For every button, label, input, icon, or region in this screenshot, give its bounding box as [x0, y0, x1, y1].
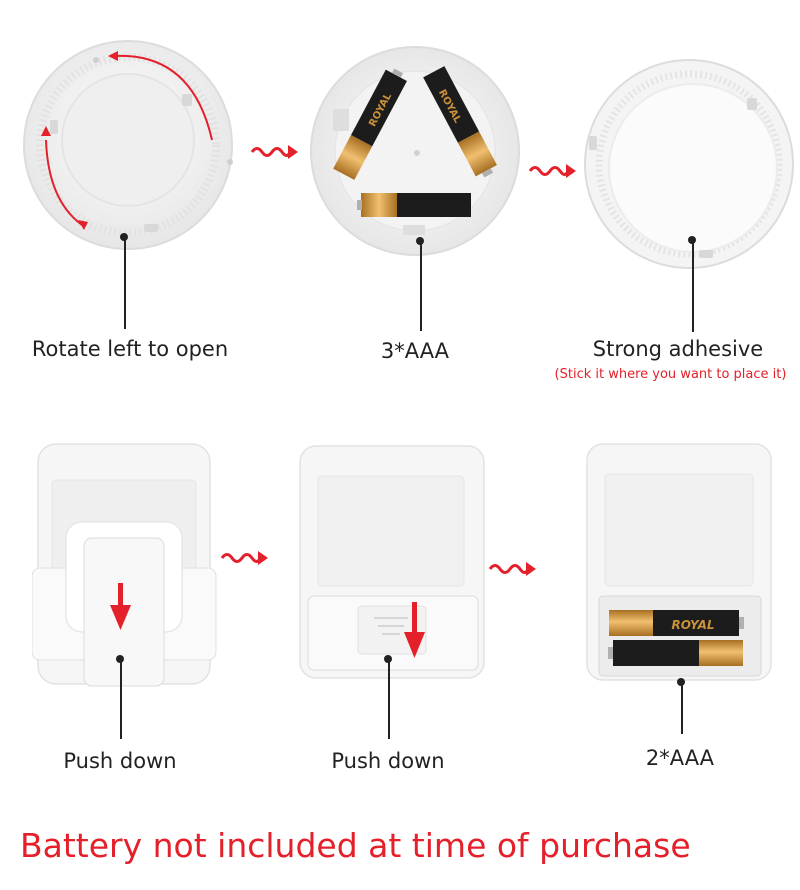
square-light-clip-image [32, 443, 217, 687]
wavy-arrow-icon [528, 164, 576, 178]
wavy-arrow-icon [488, 562, 536, 576]
round-light-battery-compartment: ROYAL ROYAL [310, 46, 520, 256]
caption-push-down-1: Push down [63, 749, 177, 773]
round-light-adhesive-image [584, 59, 794, 269]
caption-strong-adhesive: Strong adhesive [592, 337, 764, 361]
caption-adhesive-note: (Stick it where you want to place it) [554, 367, 787, 382]
caption-2aaa: 2*AAA [645, 746, 715, 770]
pointer-line [681, 682, 683, 734]
caption-push-down-2: Push down [331, 749, 445, 773]
square-light-battery-compartment: ROYAL [586, 443, 772, 681]
down-arrow-icon [110, 583, 131, 630]
caption-rotate-left-to-open: Rotate left to open [31, 337, 229, 361]
rotate-arrow-icon [45, 54, 213, 226]
battery-brand-label: ROYAL [671, 618, 714, 632]
square-light-step-cover [298, 442, 488, 682]
square-light-step-batteries: ROYAL [585, 440, 775, 685]
pointer-line [692, 240, 694, 332]
aaa-battery: ROYAL [333, 68, 407, 180]
round-light-step-adhesive [583, 46, 798, 276]
pointer-line [120, 659, 122, 739]
aaa-battery: ROYAL [609, 610, 744, 636]
round-light-step-rotate [22, 30, 242, 260]
square-light-cover-image [299, 445, 485, 679]
pointer-line [388, 659, 390, 739]
battery-not-included-notice: Battery not included at time of purchase [20, 826, 691, 865]
round-light-back-image [23, 40, 233, 250]
caption-3aaa: 3*AAA [380, 339, 450, 363]
aaa-battery [608, 640, 743, 666]
square-light-step-clip [32, 440, 217, 690]
aaa-battery [357, 193, 471, 217]
pointer-line [420, 241, 422, 331]
pointer-line [124, 237, 126, 329]
down-arrow-icon [404, 602, 425, 658]
wavy-arrow-icon [250, 145, 298, 159]
round-light-step-batteries: ROYAL ROYAL [305, 45, 525, 265]
wavy-arrow-icon [220, 551, 268, 565]
